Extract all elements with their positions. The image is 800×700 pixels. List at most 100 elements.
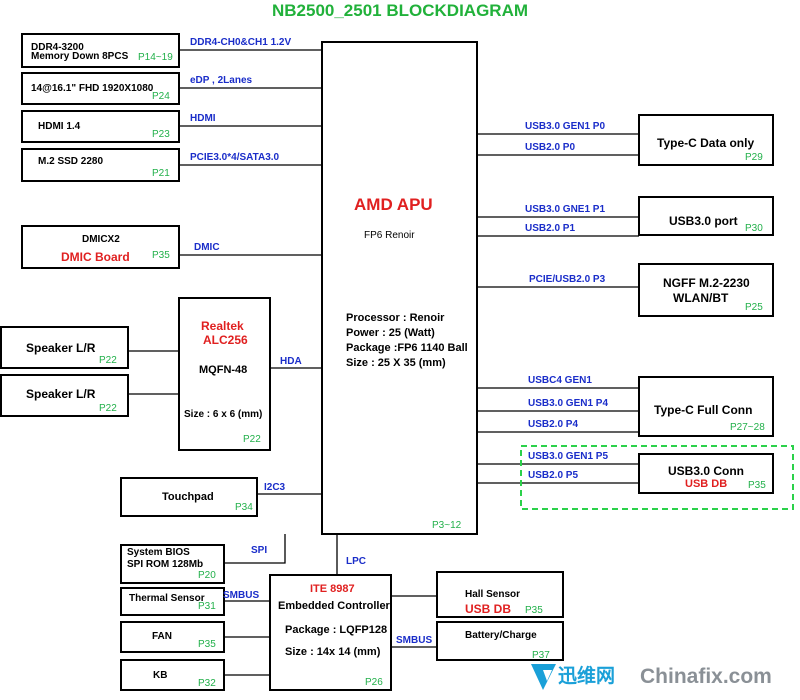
typec-data-page-ref: P29 [745,152,763,163]
apu-subtitle: FP6 Renoir [364,230,415,241]
ec-page-ref: P26 [365,677,383,688]
page-title: NB2500_2501 BLOCKDIAGRAM [271,1,529,20]
apu-processor: Processor : Renoir [346,312,445,324]
usb3-port-bus2: USB2.0 P1 [525,223,576,234]
bios-label-2: SPI ROM 128Mb [127,559,204,570]
thermal-label: Thermal Sensor [129,593,205,604]
hda-bus-label: HDA [280,356,302,367]
usb3-conn-label: USB3.0 Conn [668,464,745,478]
usb3-conn-db-label: USB DB [685,478,728,490]
watermark-cn: 迅维网 [558,666,616,687]
watermark-en: Chinafix.com [640,665,772,688]
usb3-conn-page-ref: P35 [748,480,766,491]
bios-box [120,544,225,584]
dmic-board-label: DMIC Board [61,250,130,264]
usb3-conn-bus1: USB3.0 GEN1 P5 [528,451,609,462]
fan-page-ref: P35 [198,639,216,650]
lpc-bus-label: LPC [346,556,366,567]
dmic-label: DMICX2 [82,234,120,245]
ngff-label: NGFF M.2-2230 [663,276,750,290]
typec-data-bus2: USB2.0 P0 [525,142,576,153]
smbus-right-label: SMBUS [396,635,433,646]
usb3-conn-box [638,453,774,494]
dmic-page-ref: P35 [152,250,170,261]
ddr4-page-ref: P14~19 [138,52,173,63]
usb3-port-label: USB3.0 port [669,214,738,228]
codec-page-ref: P22 [243,434,261,445]
usb3-port-page-ref: P30 [745,223,763,234]
hall-box [436,571,564,618]
hall-page-ref: P35 [525,605,543,616]
hall-db-label: USB DB [465,602,512,616]
touchpad-page-ref: P34 [235,502,253,513]
dmic-bus-label: DMIC [194,242,220,253]
battery-box [436,621,564,661]
codec-model: ALC256 [203,333,248,347]
typec-full-bus2: USB3.0 GEN1 P4 [528,398,609,409]
kb-page-ref: P32 [198,678,216,689]
hdmi-page-ref: P23 [152,129,170,140]
spi-bus-label: SPI [251,545,268,556]
display-page-ref: P24 [152,91,170,102]
display-label: 14@16.1" FHD 1920X1080 [31,83,154,94]
ec-size: Size : 14x 14 (mm) [285,646,381,658]
ddr4-label: DDR4-3200 [31,42,84,53]
watermark-logo-icon [531,664,556,690]
ddr4-label-2: Memory Down 8PCS [31,51,129,62]
ec-title: Embedded Controller [278,600,390,612]
touchpad-label: Touchpad [162,491,214,503]
typec-full-bus1: USBC4 GEN1 [528,375,592,386]
speaker2-box [0,374,129,417]
hall-label: Hall Sensor [465,589,521,600]
battery-page-ref: P37 [532,650,550,661]
speaker2-page-ref: P22 [99,403,117,414]
speaker1-label: Speaker L/R [26,341,96,355]
typec-data-label: Type-C Data only [657,136,755,150]
ec-model: ITE 8987 [310,583,355,595]
apu-package: Package :FP6 1140 Ball [346,342,468,354]
hdmi-label: HDMI 1.4 [38,121,81,132]
ec-package: Package : LQFP128 [285,624,388,636]
ngff-box [638,263,774,317]
ec-box [269,574,392,691]
hdmi-bus-label: HDMI [190,113,216,124]
ngff-bus: PCIE/USB2.0 P3 [529,274,606,285]
codec-box [178,297,271,451]
typec-data-bus1: USB3.0 GEN1 P0 [525,121,606,132]
typec-full-page-ref: P27~28 [730,422,765,433]
ddr4-bus-label: DDR4-CH0&CH1 1.2V [190,37,292,48]
ssd-label: M.2 SSD 2280 [38,156,104,167]
codec-size: Size : 6 x 6 (mm) [184,409,263,420]
codec-package: MQFN-48 [199,364,248,376]
bios-page-ref: P20 [198,570,216,581]
typec-full-bus3: USB2.0 P4 [528,419,579,430]
ngff-label-2: WLAN/BT [673,291,729,305]
smbus-left-label: SMBUS [223,590,260,601]
usb3-port-bus1: USB3.0 GNE1 P1 [525,204,606,215]
usb3-conn-bus2: USB2.0 P5 [528,470,579,481]
bios-label: System BIOS [127,547,190,558]
pcie-bus-label: PCIE3.0*4/SATA3.0 [190,152,280,163]
apu-page-ref: P3~12 [432,520,462,531]
touchpad-box [120,477,258,517]
apu-box [321,41,478,535]
speaker2-label: Speaker L/R [26,387,96,401]
speaker1-page-ref: P22 [99,355,117,366]
i2c-bus-label: I2C3 [264,482,286,493]
fan-label: FAN [152,631,172,642]
dmic-box [21,225,180,269]
codec-vendor: Realtek [201,319,244,333]
thermal-page-ref: P31 [198,601,216,612]
usb3-port-box [638,196,774,236]
ssd-page-ref: P21 [152,168,170,179]
usb-db-dashed-group [520,445,794,510]
kb-label: KB [153,670,168,681]
edp-bus-label: eDP , 2Lanes [190,75,253,86]
battery-label: Battery/Charge [465,630,537,641]
ngff-page-ref: P25 [745,302,763,313]
apu-power: Power : 25 (Watt) [346,327,435,339]
apu-size: Size : 25 X 35 (mm) [346,357,446,369]
speaker1-box [0,326,129,369]
